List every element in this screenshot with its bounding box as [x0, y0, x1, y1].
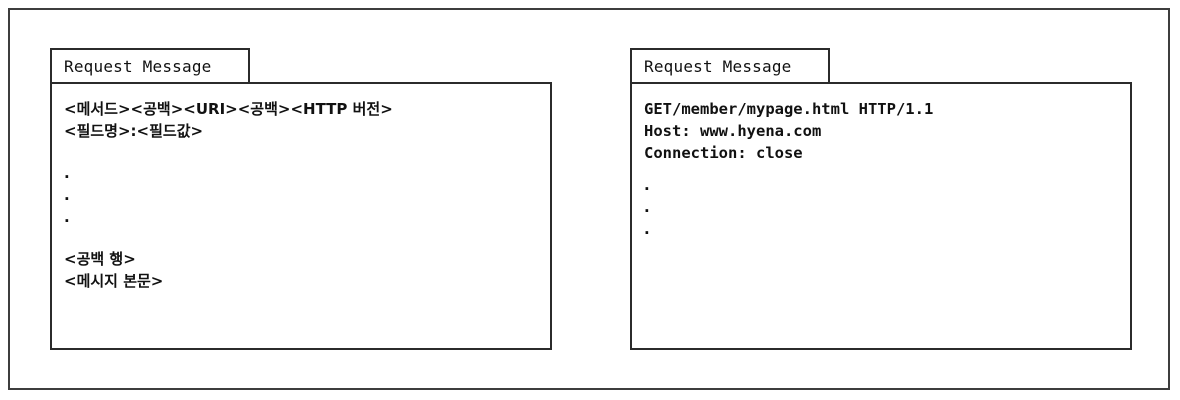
note-tab-right: Request Message — [630, 48, 830, 84]
example-line-request-line: GET/member/mypage.html HTTP/1.1 — [644, 100, 934, 118]
ellipsis-dot-2: . — [64, 186, 70, 204]
example-line-connection-header: Connection: close — [644, 144, 803, 162]
note-tab-label-left: Request Message — [64, 56, 212, 76]
note-body-left: <메서드><공백><URI><공백><HTTP 버전> <필드명>:<필드값> … — [50, 82, 552, 350]
format-line-blank-line: <공백 행> — [64, 250, 136, 268]
ellipsis-dot-3: . — [64, 208, 70, 226]
spacer-after-example-headers — [644, 164, 1122, 174]
ellipsis-dot-1: . — [64, 164, 70, 182]
format-line-request-line: <메서드><공백><URI><공백><HTTP 버전> — [64, 100, 393, 118]
format-line-message-body: <메시지 본문> — [64, 272, 164, 290]
note-content-right: GET/member/mypage.html HTTP/1.1 Host: ww… — [644, 98, 1122, 240]
format-line-header-field: <필드명>:<필드값> — [64, 122, 204, 140]
spacer-after-headers — [64, 142, 542, 162]
example-ellipsis-dot-3: . — [644, 220, 650, 238]
example-ellipsis-dot-2: . — [644, 198, 650, 216]
note-content-left: <메서드><공백><URI><공백><HTTP 버전> <필드명>:<필드값> … — [64, 98, 542, 292]
example-ellipsis-dot-1: . — [644, 176, 650, 194]
spacer-after-ellipsis — [64, 228, 542, 248]
note-tab-label-right: Request Message — [644, 56, 792, 76]
note-body-right: GET/member/mypage.html HTTP/1.1 Host: ww… — [630, 82, 1132, 350]
note-tab-left: Request Message — [50, 48, 250, 84]
example-line-host-header: Host: www.hyena.com — [644, 122, 822, 140]
